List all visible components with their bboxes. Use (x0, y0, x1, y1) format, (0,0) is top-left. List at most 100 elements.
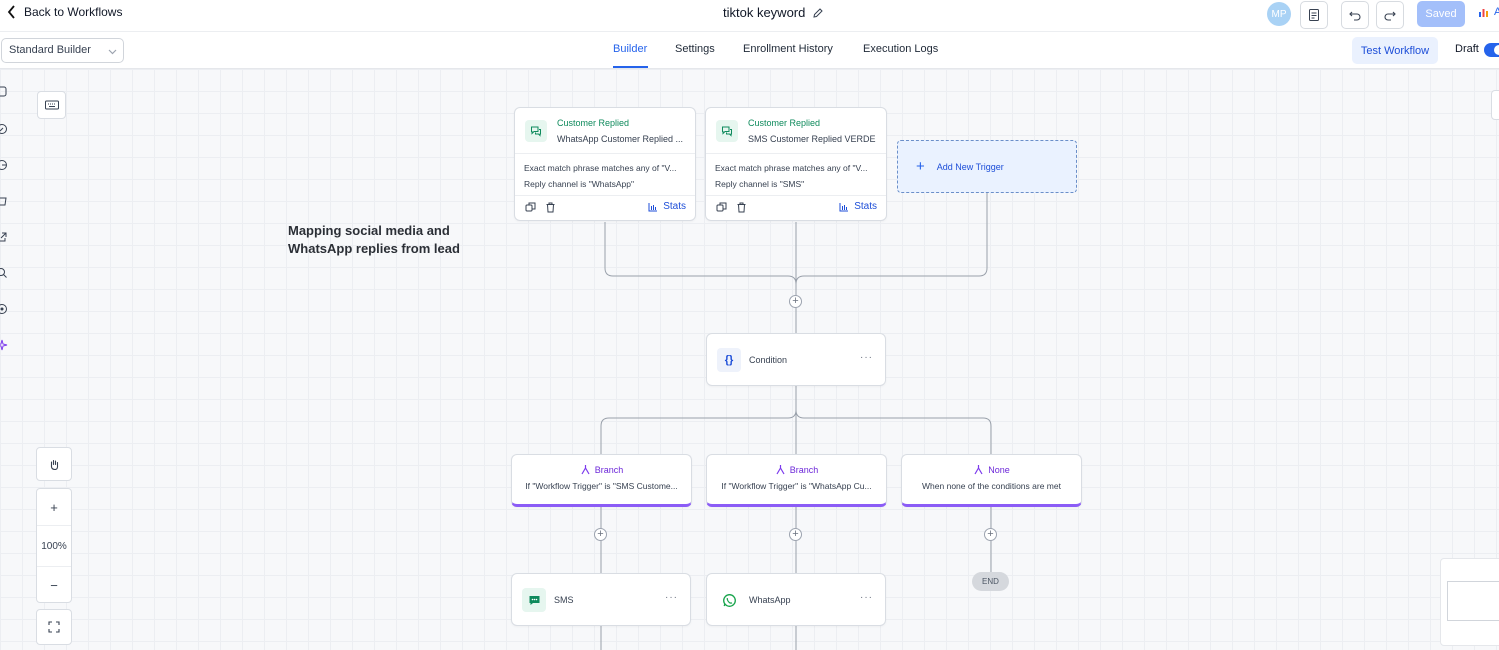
analytics-label[interactable]: A (1494, 6, 1499, 18)
compass-icon[interactable] (0, 123, 8, 135)
branch-title: Branch (707, 464, 886, 475)
workflow-title-text: tiktok keyword (723, 5, 806, 20)
branch-node-none[interactable]: None When none of the conditions are met (901, 454, 1082, 507)
pencil-icon[interactable] (812, 7, 824, 19)
trigger-conditions: Exact match phrase matches any of "V... … (515, 154, 695, 196)
end-label: END (982, 577, 999, 586)
tab-builder[interactable]: Builder (613, 43, 648, 55)
external-link-icon[interactable] (0, 231, 8, 243)
zoom-controls: + 100% − (36, 488, 72, 603)
branch-node-whatsapp[interactable]: Branch If "Workflow Trigger" is "WhatsAp… (706, 454, 887, 507)
document-list-button[interactable] (1300, 1, 1328, 29)
branch-title-text: None (988, 464, 1010, 475)
add-step-button[interactable]: + (789, 295, 802, 308)
tab-settings[interactable]: Settings (675, 43, 715, 55)
test-workflow-button[interactable]: Test Workflow (1352, 37, 1438, 64)
builder-mode-value: Standard Builder (9, 44, 91, 56)
stats-link[interactable]: Stats (839, 201, 877, 212)
add-new-trigger-button[interactable]: + Add New Trigger (897, 140, 1077, 193)
branch-node-sms[interactable]: Branch If "Workflow Trigger" is "SMS Cus… (511, 454, 692, 507)
back-to-workflows-link[interactable]: Back to Workflows (6, 5, 122, 19)
branch-title-text: Branch (594, 464, 624, 475)
more-options-icon[interactable]: ··· (860, 352, 873, 363)
user-avatar[interactable]: MP (1267, 2, 1291, 26)
saved-button[interactable]: Saved (1417, 1, 1465, 27)
trigger-condition: Exact match phrase matches any of "V... (715, 163, 868, 173)
trigger-card-whatsapp[interactable]: Customer Replied WhatsApp Customer Repli… (514, 107, 696, 221)
action-label: WhatsApp (749, 595, 791, 605)
draft-label: Draft (1455, 43, 1479, 55)
trigger-title: Customer Replied (748, 118, 821, 128)
avatar-initials: MP (1271, 8, 1287, 20)
chat-bubble-icon (716, 120, 738, 142)
whatsapp-action-node[interactable]: WhatsApp ··· (706, 573, 886, 626)
trigger-subtitle: SMS Customer Replied VERDE (748, 134, 876, 144)
publish-toggle[interactable] (1484, 43, 1499, 57)
chevron-down-icon (108, 49, 117, 55)
trigger-subtitle: WhatsApp Customer Replied ... (557, 134, 684, 144)
keyboard-icon (44, 100, 59, 110)
end-node: END (972, 572, 1009, 591)
workflow-title[interactable]: tiktok keyword (723, 5, 824, 20)
pan-tool-button[interactable] (36, 447, 72, 481)
trash-icon[interactable] (545, 202, 556, 213)
trigger-header: Customer Replied WhatsApp Customer Repli… (515, 108, 695, 154)
whatsapp-icon (717, 588, 741, 612)
fit-view-button[interactable] (36, 609, 72, 645)
zoom-level: 100% (37, 525, 71, 567)
right-panel-button[interactable] (1491, 90, 1499, 120)
test-workflow-label: Test Workflow (1360, 44, 1430, 57)
braces-icon: {} (717, 348, 741, 372)
tab-execution-logs[interactable]: Execution Logs (863, 43, 939, 55)
chevron-left-icon (7, 5, 15, 19)
add-trigger-label: Add New Trigger (936, 161, 1004, 172)
more-options-icon[interactable]: ··· (665, 592, 678, 603)
condition-label: Condition (749, 355, 788, 365)
trash-icon[interactable] (736, 202, 747, 213)
action-label: SMS (554, 595, 574, 605)
builder-mode-select[interactable]: Standard Builder (1, 38, 124, 63)
sticky-note[interactable]: Mapping social media and WhatsApp replie… (288, 222, 460, 258)
stats-label: Stats (854, 201, 877, 212)
search-icon[interactable] (0, 267, 8, 279)
zoom-out-button[interactable]: − (50, 577, 58, 593)
stats-link[interactable]: Stats (648, 201, 686, 212)
hand-icon (50, 459, 58, 470)
square-icon[interactable] (0, 86, 8, 98)
tab-enrollment-history[interactable]: Enrollment History (743, 43, 833, 55)
redo-button[interactable] (1376, 1, 1404, 29)
copy-icon[interactable] (525, 202, 536, 213)
more-options-icon[interactable]: ··· (860, 592, 873, 603)
branch-title: Branch (512, 464, 691, 475)
add-step-button[interactable]: + (984, 528, 997, 541)
condition-node[interactable]: {} Condition ··· (706, 333, 886, 386)
pie-icon[interactable] (0, 159, 8, 171)
sparkle-icon[interactable] (0, 339, 8, 351)
redo-icon (1384, 11, 1396, 21)
trigger-condition: Reply channel is "SMS" (715, 179, 805, 189)
saved-label: Saved (1425, 8, 1457, 20)
undo-icon (1349, 11, 1361, 21)
trigger-header: Customer Replied SMS Customer Replied VE… (706, 108, 886, 154)
add-step-button[interactable]: + (594, 528, 607, 541)
undo-button[interactable] (1341, 1, 1369, 29)
branch-title-text: Branch (789, 464, 819, 475)
bucket-icon[interactable] (0, 195, 8, 207)
minimap[interactable] (1440, 558, 1499, 646)
expand-icon (48, 621, 60, 633)
trigger-card-sms[interactable]: Customer Replied SMS Customer Replied VE… (705, 107, 887, 221)
keyboard-shortcuts-button[interactable] (37, 91, 66, 119)
add-step-button[interactable]: + (789, 528, 802, 541)
target-icon[interactable] (0, 303, 8, 315)
plus-icon: + (916, 158, 925, 175)
branch-title: None (902, 464, 1081, 475)
active-tab-indicator (613, 66, 648, 68)
branch-condition: If "Workflow Trigger" is "SMS Custome... (525, 481, 678, 491)
bar-chart-icon[interactable] (1478, 7, 1489, 18)
sms-action-node[interactable]: SMS ··· (511, 573, 691, 626)
minimap-viewport (1447, 581, 1499, 621)
zoom-in-button[interactable]: + (50, 499, 58, 515)
copy-icon[interactable] (716, 202, 727, 213)
branch-icon (974, 465, 983, 475)
branch-icon (776, 465, 785, 475)
